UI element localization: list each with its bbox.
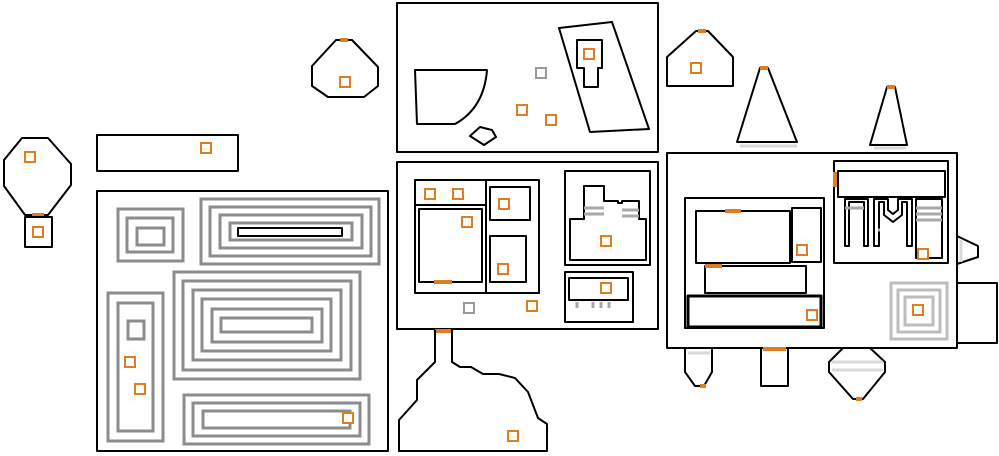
map-things	[24, 48, 929, 442]
thing-marker	[461, 216, 473, 228]
thing-marker	[134, 383, 146, 395]
left-maze-room	[96, 190, 389, 452]
thing-marker	[516, 104, 528, 116]
thing-marker	[424, 188, 436, 200]
thing-marker	[200, 142, 212, 154]
center-room	[396, 161, 659, 330]
top-pod-right	[666, 30, 734, 87]
thing-marker	[124, 356, 136, 368]
thing-marker	[526, 300, 538, 312]
thing-marker	[796, 244, 808, 256]
grey-thing-marker	[463, 302, 475, 314]
thing-marker	[583, 48, 595, 60]
thing-marker	[600, 282, 612, 294]
thing-marker	[507, 430, 519, 442]
thing-marker	[545, 114, 557, 126]
thing-marker	[342, 412, 354, 424]
top-pod-left	[311, 39, 379, 98]
thing-marker	[806, 309, 818, 321]
thing-marker	[600, 235, 612, 247]
left-bar-room	[96, 134, 239, 172]
thing-marker	[690, 62, 702, 74]
thing-marker	[917, 248, 929, 260]
thing-marker	[912, 304, 924, 316]
thing-marker	[32, 226, 44, 238]
left-octagon-room	[3, 137, 72, 248]
thing-marker	[339, 76, 351, 88]
grey-thing-marker	[535, 67, 547, 79]
thing-marker	[24, 151, 36, 163]
top-center-room	[396, 2, 659, 153]
thing-marker	[452, 188, 464, 200]
thing-marker	[498, 198, 510, 210]
bottom-center-cave	[398, 329, 548, 452]
thing-marker	[497, 263, 509, 275]
right-room	[666, 66, 998, 401]
